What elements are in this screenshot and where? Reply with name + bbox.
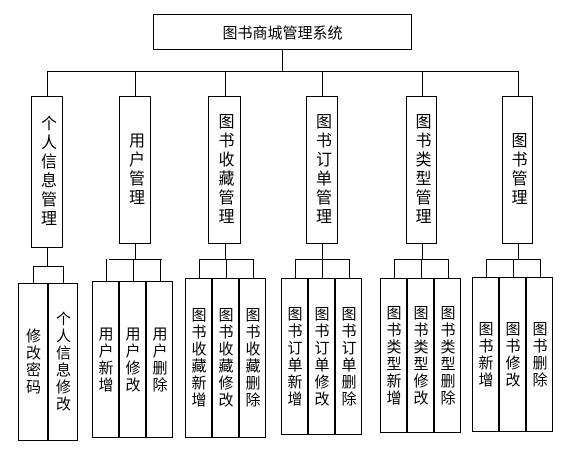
module-node-label: 图书类型管理 bbox=[412, 113, 432, 227]
leaf-connector bbox=[253, 259, 254, 278]
leaf-node: 图书收藏新增 bbox=[185, 278, 212, 438]
leaf-node-label: 图书类型删除 bbox=[438, 304, 457, 407]
leaf-connector bbox=[160, 259, 161, 281]
module-node: 图书收藏管理 bbox=[208, 96, 241, 244]
module-node-label: 图书订单管理 bbox=[313, 113, 332, 227]
leaf-connector bbox=[349, 259, 350, 278]
leaf-connector bbox=[295, 259, 296, 278]
module-node-label: 图书管理 bbox=[508, 132, 528, 208]
leaf-bus-line bbox=[33, 266, 64, 267]
leaf-node: 用户新增 bbox=[92, 281, 119, 438]
leaf-node-label: 图书新增 bbox=[476, 320, 495, 389]
leaf-node-label: 用户删除 bbox=[150, 325, 169, 394]
module-connector bbox=[518, 71, 519, 96]
leaf-stem-line bbox=[422, 244, 423, 259]
leaf-connector bbox=[513, 259, 514, 277]
leaf-node-label: 图书类型新增 bbox=[384, 304, 403, 407]
module-node: 个人信息管理 bbox=[31, 96, 63, 248]
module-connector bbox=[322, 71, 323, 96]
module-node: 图书管理 bbox=[502, 96, 533, 244]
module-node: 图书订单管理 bbox=[306, 96, 338, 244]
leaf-stem-line bbox=[322, 244, 323, 259]
leaf-node: 图书收藏修改 bbox=[212, 278, 239, 438]
module-connector bbox=[47, 71, 48, 96]
leaf-node: 图书删除 bbox=[526, 277, 553, 432]
leaf-node-label: 图书订单新增 bbox=[285, 305, 304, 408]
leaf-node-label: 图书订单修改 bbox=[312, 305, 331, 408]
leaf-node-label: 图书修改 bbox=[503, 320, 522, 389]
leaf-node-label: 图书订单删除 bbox=[339, 305, 358, 408]
leaf-node-label: 用户新增 bbox=[96, 325, 115, 394]
leaf-stem-line bbox=[47, 248, 48, 266]
leaf-stem-line bbox=[135, 244, 136, 259]
leaf-connector bbox=[133, 259, 134, 281]
leaf-node-label: 图书收藏删除 bbox=[243, 307, 262, 409]
module-bus-line bbox=[47, 71, 519, 72]
leaf-node: 图书订单新增 bbox=[281, 278, 308, 435]
leaf-node: 图书订单删除 bbox=[335, 278, 362, 435]
leaf-connector bbox=[33, 266, 34, 283]
leaf-node-label: 图书删除 bbox=[530, 320, 549, 389]
leaf-stem-line bbox=[225, 244, 226, 259]
leaf-node: 修改密码 bbox=[18, 283, 48, 441]
leaf-node: 图书收藏删除 bbox=[239, 278, 266, 438]
leaf-node: 图书类型删除 bbox=[434, 278, 461, 433]
module-connector bbox=[225, 71, 226, 96]
leaf-node: 图书新增 bbox=[472, 277, 499, 432]
leaf-connector bbox=[106, 259, 107, 281]
root-connector bbox=[282, 50, 283, 71]
leaf-node: 用户删除 bbox=[146, 281, 173, 438]
module-connector bbox=[422, 71, 423, 96]
leaf-node-label: 图书收藏修改 bbox=[216, 307, 235, 409]
module-connector bbox=[135, 71, 136, 96]
leaf-node: 图书订单修改 bbox=[308, 278, 335, 435]
leaf-node: 用户修改 bbox=[119, 281, 146, 438]
leaf-node: 图书修改 bbox=[499, 277, 526, 432]
leaf-bus-line bbox=[109, 259, 162, 260]
root-node-label: 图书商城管理系统 bbox=[222, 23, 343, 42]
module-node-label: 用户管理 bbox=[126, 132, 145, 208]
leaf-connector bbox=[226, 259, 227, 278]
leaf-node-label: 用户修改 bbox=[123, 325, 142, 394]
leaf-connector bbox=[63, 266, 64, 283]
leaf-connector bbox=[448, 259, 449, 278]
root-node: 图书商城管理系统 bbox=[153, 14, 412, 50]
module-node-label: 个人信息管理 bbox=[38, 115, 57, 229]
leaf-node-label: 图书收藏新增 bbox=[189, 307, 208, 409]
leaf-node-label: 修改密码 bbox=[24, 328, 42, 396]
module-node: 用户管理 bbox=[119, 96, 151, 244]
leaf-connector bbox=[394, 259, 395, 278]
leaf-connector bbox=[486, 259, 487, 277]
leaf-node: 个人信息修改 bbox=[48, 283, 78, 441]
leaf-node-label: 个人信息修改 bbox=[54, 311, 72, 413]
leaf-node: 图书类型修改 bbox=[407, 278, 434, 433]
leaf-node: 图书类型新增 bbox=[380, 278, 407, 433]
leaf-connector bbox=[421, 259, 422, 278]
module-node-label: 图书收藏管理 bbox=[215, 113, 235, 227]
leaf-stem-line bbox=[518, 244, 519, 259]
module-node: 图书类型管理 bbox=[406, 96, 437, 244]
leaf-connector bbox=[540, 259, 541, 277]
leaf-connector bbox=[322, 259, 323, 278]
leaf-node-label: 图书类型修改 bbox=[411, 304, 430, 407]
leaf-connector bbox=[199, 259, 200, 278]
